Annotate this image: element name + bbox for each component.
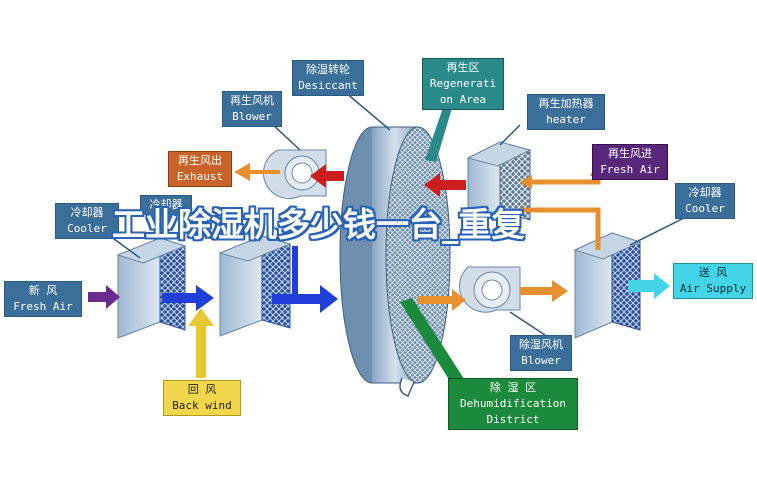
air-supply-label-cn: 送 风 xyxy=(698,266,728,279)
back-wind-label-en: Back wind xyxy=(172,399,232,412)
cooled-air-riser xyxy=(292,246,298,296)
air-supply-label: 送 风 Air Supply xyxy=(673,263,753,299)
dry-air-arrow-1 xyxy=(418,289,466,311)
regen-blower-label-cn: 再生风机 xyxy=(230,94,274,107)
exhaust-label-cn: 再生风出 xyxy=(178,154,222,167)
regen-heater-label: 再生加热器 heater xyxy=(527,94,605,130)
fresh-air-arrow xyxy=(88,285,120,309)
cooler-right-unit xyxy=(573,232,642,339)
cooler-mid-label-cn: 冷却器 xyxy=(149,198,183,211)
fresh-air-label-en: Fresh Air xyxy=(13,300,73,313)
back-wind-label: 回 风 Back wind xyxy=(163,380,241,416)
regen-fresh-air-label-cn: 再生风进 xyxy=(608,147,652,160)
cooled-air-arrow-1 xyxy=(162,285,214,311)
desiccant-label-en: Desiccant xyxy=(298,79,358,92)
regen-heater-label-en: heater xyxy=(546,113,586,126)
dehum-blower-label-cn: 除湿风机 xyxy=(519,338,563,351)
fresh-air-label: 新 风 Fresh Air xyxy=(4,281,82,317)
cooler-left-label: 冷却器 Cooler xyxy=(55,203,119,239)
regen-area-label-cn: 再生区 xyxy=(446,61,480,74)
exhaust-arrow xyxy=(234,163,280,181)
cooler-right-label: 冷却器 Cooler xyxy=(675,183,735,219)
cooled-air-arrow-2 xyxy=(272,285,338,313)
dry-air-arrow-2 xyxy=(520,280,568,302)
cooler-left-label-cn: 冷却器 xyxy=(70,206,104,219)
regen-blower-unit xyxy=(263,149,327,199)
desiccant-wheel xyxy=(339,126,451,397)
cooler-left-label-en: Cooler xyxy=(67,222,107,235)
dehum-district-label-en2: District xyxy=(486,413,540,426)
heater-unit xyxy=(466,141,532,227)
regen-area-label-en2: on Area xyxy=(439,93,487,106)
dehum-blower-label-en: Blower xyxy=(521,354,561,367)
dehum-pointer xyxy=(400,298,468,389)
desiccant-label-cn: 除湿转轮 xyxy=(306,63,350,76)
air-supply-arrow xyxy=(628,273,670,299)
back-wind-arrow xyxy=(188,308,214,378)
exhaust-label: 再生风出 Exhaust xyxy=(168,151,232,187)
regen-fresh-air-label-en: Fresh Air xyxy=(600,163,660,176)
regen-blower-label-en: Blower xyxy=(232,110,272,123)
desiccant-label: 除湿转轮 Desiccant xyxy=(292,60,364,96)
label-pointers xyxy=(109,91,691,336)
cooler-left-unit xyxy=(116,237,187,339)
dehum-district-label: 除 湿 区 Dehumidification District xyxy=(448,378,578,430)
hot-air-arrow xyxy=(424,173,466,197)
cooler-right-label-en: Cooler xyxy=(685,202,725,215)
regen-blower-label: 再生风机 Blower xyxy=(222,91,282,127)
regen-return-arrow xyxy=(310,164,344,188)
regen-fresh-air-path xyxy=(520,207,601,250)
cooler-mid-unit xyxy=(218,235,292,337)
back-wind-label-cn: 回 风 xyxy=(187,383,217,396)
airflow-arrows xyxy=(88,160,670,378)
cooler-mid-label: 冷却器 xyxy=(140,195,192,215)
fresh-air-label-cn: 新 风 xyxy=(28,284,58,297)
dehum-district-label-en1: Dehumidification xyxy=(460,397,566,410)
air-supply-label-en: Air Supply xyxy=(679,282,747,295)
cooler-right-label-cn: 冷却器 xyxy=(688,186,722,199)
dehum-blower-unit xyxy=(459,266,521,313)
dehum-district-label-cn: 除 湿 区 xyxy=(489,381,537,394)
dehum-blower-label: 除湿风机 Blower xyxy=(510,335,572,371)
regen-fresh-air-label: 再生风进 Fresh Air xyxy=(592,144,668,180)
regen-area-label-en1: Regenerati xyxy=(429,77,497,90)
regen-heater-label-cn: 再生加热器 xyxy=(538,97,594,110)
regen-area-label: 再生区 Regenerati on Area xyxy=(422,58,504,110)
regen-pointer xyxy=(425,105,452,162)
exhaust-label-en: Exhaust xyxy=(176,170,224,183)
page-title: 工业除湿机多少钱一台_重复 xyxy=(112,205,525,244)
